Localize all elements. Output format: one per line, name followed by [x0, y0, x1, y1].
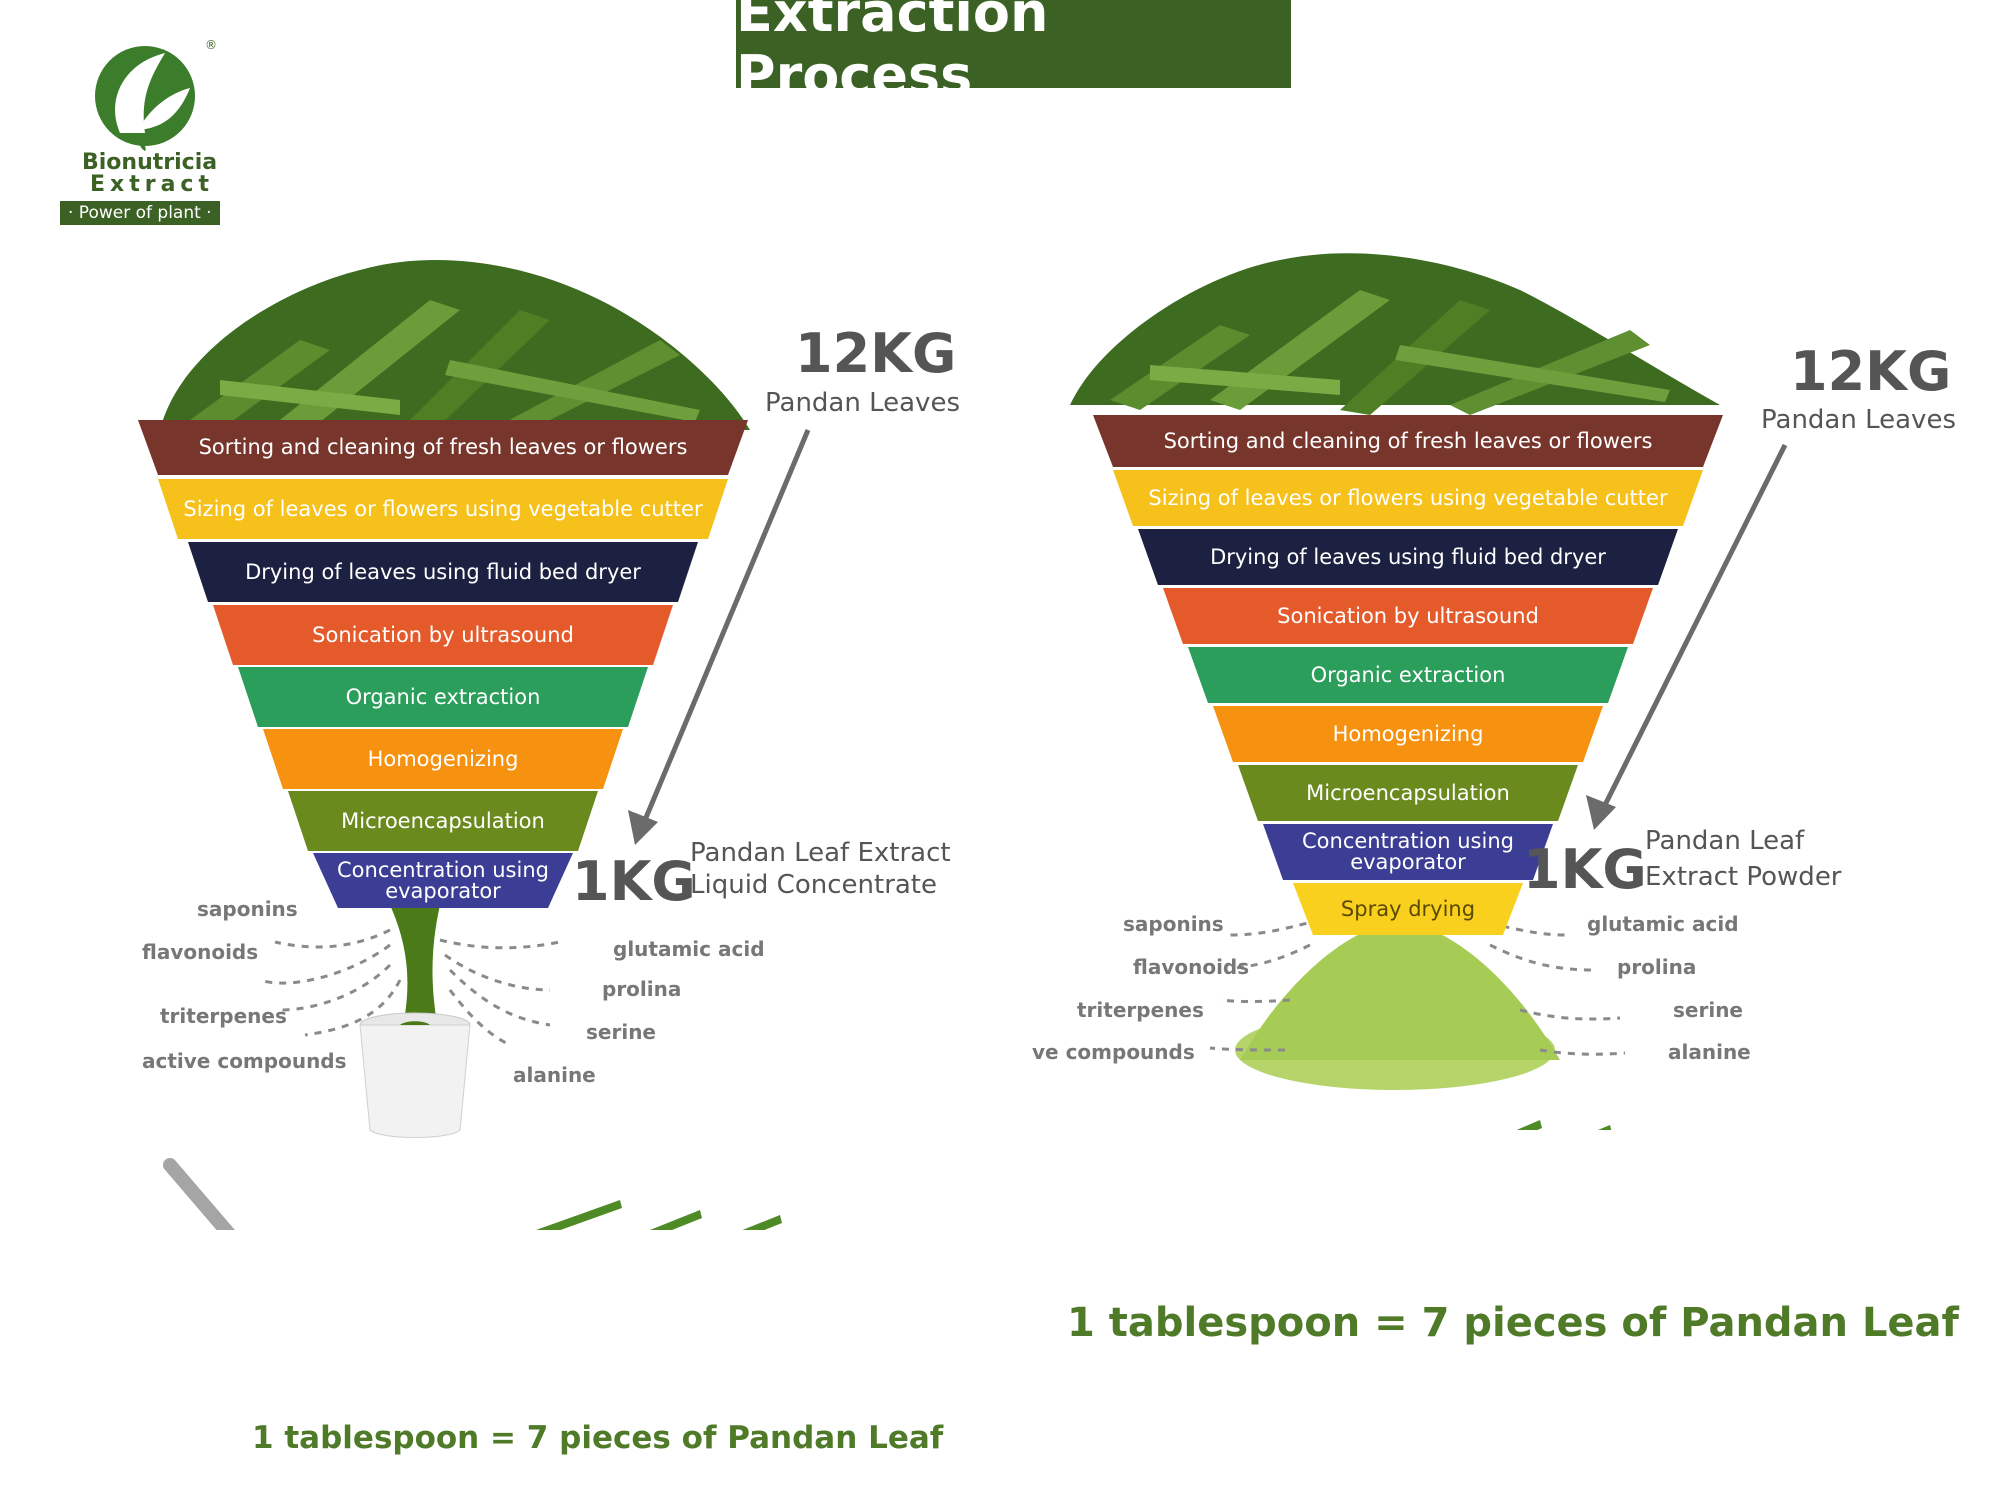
right-step-band-6: Homogenizing [1213, 706, 1603, 762]
right-input-label: Pandan Leaves [1761, 405, 1956, 435]
right-compound-glutamic: glutamic acid [1587, 912, 1739, 936]
right-step-label-2: Sizing of leaves or flowers using vegeta… [1148, 485, 1668, 510]
dispersion-arrows-icon [259, 928, 561, 1047]
flow-arrow-head-icon [628, 810, 658, 845]
left-input-amount: 12KG [795, 322, 957, 385]
logo-tagline: · Power of plant · [60, 201, 220, 225]
left-funnel-graphic [160, 260, 811, 1230]
left-step-label-8: Concentration using evaporator [337, 857, 549, 903]
left-output-amount: 1KG [572, 850, 696, 913]
left-step-band-8: Concentration using evaporator [313, 853, 573, 908]
right-step-label-4: Sonication by ultrasound [1277, 603, 1539, 628]
flow-arrow-head-icon [1586, 795, 1616, 830]
right-compound-alanine: alanine [1668, 1040, 1751, 1064]
powder-mound-icon [1240, 920, 1560, 1060]
right-step-label-3: Drying of leaves using fluid bed dryer [1210, 544, 1606, 569]
logo-name-line2: Extract [90, 172, 214, 197]
left-output-label-line1: Pandan Leaf Extract [690, 838, 951, 868]
left-equivalence: 1 tablespoon = 7 pieces of Pandan Leaf [252, 1420, 944, 1456]
logo-name-line1: Bionutricia [82, 150, 218, 175]
right-compound-triterpenes: triterpenes [1077, 998, 1204, 1022]
right-compound-saponins: saponins [1123, 912, 1224, 936]
right-compound-serine: serine [1673, 998, 1743, 1022]
left-step-band-2: Sizing of leaves or flowers using vegeta… [158, 479, 728, 539]
left-output-label-line2: Liquid Concentrate [690, 870, 937, 900]
left-compound-alanine: alanine [513, 1063, 596, 1087]
pandan-leaves-pile-icon [1070, 253, 1720, 415]
right-output-label-line2: Extract Powder [1645, 862, 1842, 892]
left-compound-triterpenes: triterpenes [160, 1004, 287, 1028]
left-step-band-6: Homogenizing [263, 729, 623, 789]
left-compound-saponins: saponins [197, 897, 298, 921]
flow-arrow-icon [1602, 443, 1788, 807]
liquid-stream-icon [390, 905, 440, 1040]
right-step-band-3: Drying of leaves using fluid bed dryer [1138, 529, 1678, 585]
left-step-label-5: Organic extraction [345, 684, 541, 709]
right-input-amount: 12KG [1790, 340, 1952, 403]
leaf-pieces-icon [1516, 1120, 1612, 1130]
right-compound-active: ve compounds [1032, 1040, 1195, 1064]
right-step-label-8: Concentration using evaporator [1302, 829, 1514, 874]
liquid-spoon-icon [163, 1158, 235, 1230]
left-step-band-3: Drying of leaves using fluid bed dryer [188, 542, 698, 602]
right-step-label-7: Microencapsulation [1306, 780, 1510, 805]
right-step-label-1: Sorting and cleaning of fresh leaves or … [1163, 428, 1653, 453]
right-equivalence: 1 tablespoon = 7 pieces of Pandan Leaf [1067, 1300, 1959, 1346]
right-output-label-line1: Pandan Leaf [1645, 826, 1805, 856]
left-step-label-4: Sonication by ultrasound [312, 622, 574, 647]
left-input-label: Pandan Leaves [765, 388, 960, 418]
right-step-label-6: Homogenizing [1332, 721, 1484, 746]
left-step-label-7: Microencapsulation [341, 808, 545, 833]
flow-arrow-icon [642, 429, 811, 821]
registered-mark: ® [205, 38, 217, 52]
dispersion-arrows-icon [1209, 918, 1626, 1056]
bucket-icon [359, 1012, 471, 1138]
left-compound-prolina: prolina [602, 977, 682, 1001]
left-step-label-3: Drying of leaves using fluid bed dryer [245, 559, 641, 584]
left-compound-glutamic: glutamic acid [613, 937, 765, 961]
right-step-band-8: Concentration using evaporator [1263, 824, 1553, 880]
right-step-band-4: Sonication by ultrasound [1163, 588, 1653, 644]
left-compound-serine: serine [586, 1020, 656, 1044]
left-compound-flavonoids: flavonoids [142, 940, 259, 964]
pandan-leaves-pile-icon [160, 260, 750, 435]
right-compound-prolina: prolina [1617, 955, 1697, 979]
left-step-label-6: Homogenizing [367, 746, 519, 771]
right-step-band-5: Organic extraction [1188, 647, 1628, 703]
leaf-logo-icon [95, 46, 195, 151]
left-step-band-1: Sorting and cleaning of fresh leaves or … [138, 420, 748, 475]
left-step-band-7: Microencapsulation [288, 791, 598, 851]
right-output-amount: 1KG [1523, 838, 1647, 901]
left-step-label-2: Sizing of leaves or flowers using vegeta… [183, 496, 703, 521]
left-step-band-5: Organic extraction [238, 667, 648, 727]
right-step-band-9: Spray drying [1293, 883, 1523, 935]
left-step-label-1: Sorting and cleaning of fresh leaves or … [198, 435, 688, 459]
right-step-label-5: Organic extraction [1310, 662, 1506, 687]
right-step-band-7: Microencapsulation [1238, 765, 1578, 821]
right-compound-flavonoids: flavonoids [1133, 955, 1250, 979]
right-step-label-9: Spray drying [1340, 896, 1476, 921]
page-title: Extraction Process [736, 0, 1291, 107]
left-compound-active: active compounds [142, 1049, 347, 1073]
left-step-band-4: Sonication by ultrasound [213, 605, 673, 665]
brand-logo: ® Bionutricia Extract · Power of plant · [55, 38, 235, 228]
right-step-band-1: Sorting and cleaning of fresh leaves or … [1093, 415, 1723, 467]
leaf-pieces-icon [536, 1200, 782, 1230]
right-funnel-graphic [1070, 253, 1788, 1130]
right-step-band-2: Sizing of leaves or flowers using vegeta… [1113, 470, 1703, 526]
